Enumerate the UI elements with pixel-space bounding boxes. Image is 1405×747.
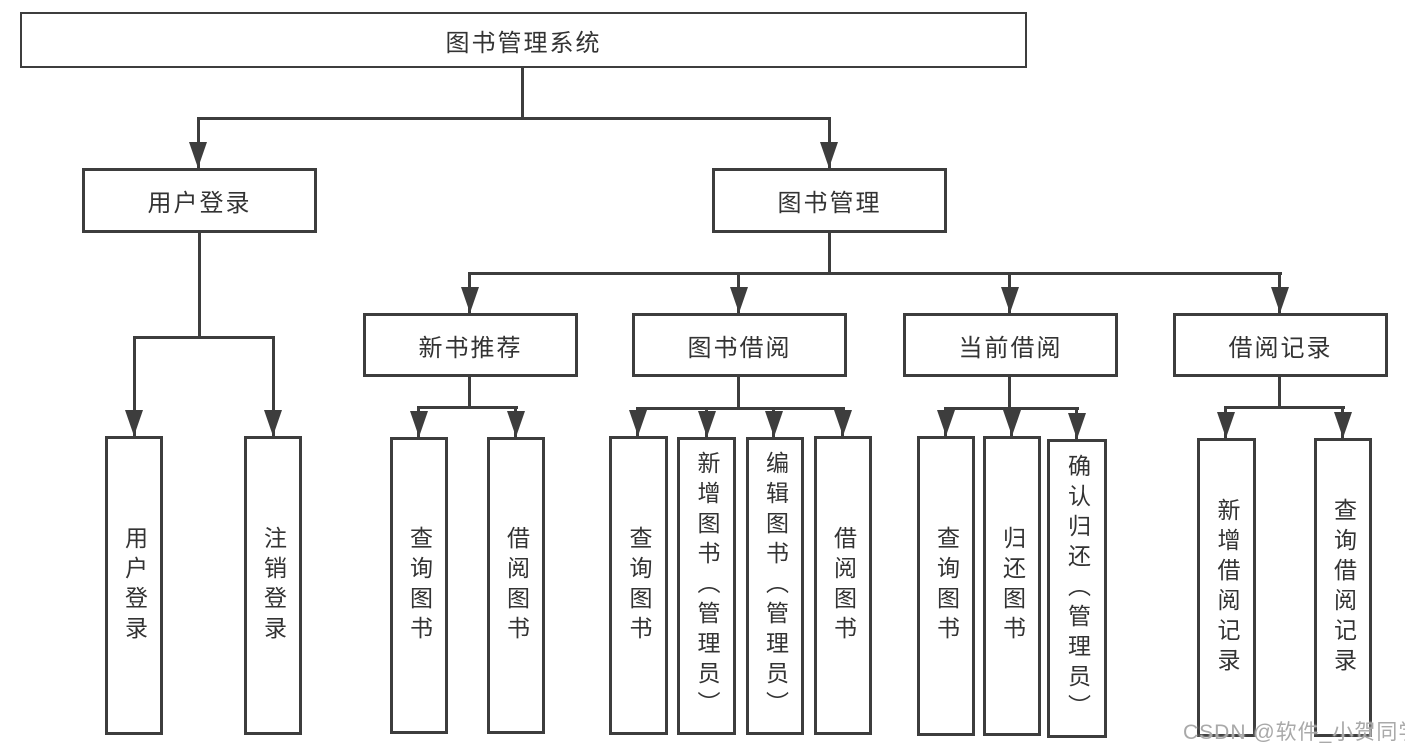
connector-book-mgmt-hline — [468, 272, 1282, 275]
leaf-query-books-recommend: 查询图书 — [390, 437, 448, 734]
leaf-add-book-admin: 新增图书（管理员） — [677, 437, 736, 735]
leaf-user-login: 用户登录 — [105, 436, 163, 735]
arrowhead-icon — [937, 410, 955, 436]
arrowhead-icon — [730, 287, 748, 313]
connector-root-hline — [197, 117, 831, 120]
arrowhead-icon — [834, 410, 852, 436]
arrowhead-icon — [1334, 412, 1352, 438]
leaf-borrow-books-recommend: 借阅图书 — [487, 437, 545, 734]
connector-borrow-records-stub — [1278, 377, 1281, 409]
node-book-management: 图书管理 — [712, 168, 947, 233]
arrowhead-icon — [507, 411, 525, 437]
leaf-add-borrow-record: 新增借阅记录 — [1197, 438, 1256, 737]
arrowhead-icon — [1003, 410, 1021, 436]
connector-borrow-records-hline — [1224, 406, 1345, 409]
arrowhead-icon — [698, 411, 716, 437]
connector-book-mgmt-stub — [828, 233, 831, 275]
node-user-login: 用户登录 — [82, 168, 317, 233]
connector-new-book-stub — [468, 377, 471, 409]
arrowhead-icon — [1068, 413, 1086, 439]
connector-book-borrow-stub — [737, 377, 740, 410]
leaf-logout: 注销登录 — [244, 436, 302, 735]
node-new-book-recommend: 新书推荐 — [363, 313, 578, 377]
arrowhead-icon — [264, 410, 282, 436]
connector-root-stub — [521, 67, 524, 118]
connector-new-book-hline — [417, 406, 518, 409]
connector-current-borrow-stub — [1008, 377, 1011, 410]
connector-to-leaf-logout — [272, 336, 275, 436]
connector-user-login-stub — [198, 233, 201, 339]
leaf-query-books-current: 查询图书 — [917, 436, 975, 736]
arrowhead-icon — [410, 411, 428, 437]
arrowhead-icon — [629, 410, 647, 436]
arrowhead-icon — [1271, 287, 1289, 313]
arrowhead-icon — [189, 142, 207, 168]
arrowhead-icon — [1001, 287, 1019, 313]
leaf-borrow-books: 借阅图书 — [814, 436, 872, 735]
arrowhead-icon — [461, 287, 479, 313]
arrowhead-icon — [125, 410, 143, 436]
connector-book-borrow-hline — [636, 407, 845, 410]
leaf-confirm-return-admin: 确认归还（管理员） — [1047, 439, 1107, 738]
leaf-query-borrow-record: 查询借阅记录 — [1314, 438, 1372, 737]
arrowhead-icon — [765, 411, 783, 437]
leaf-edit-book-admin: 编辑图书（管理员） — [746, 437, 804, 735]
connector-to-leaf-user-login — [133, 336, 136, 436]
node-borrow-records: 借阅记录 — [1173, 313, 1388, 377]
connector-user-login-hline — [133, 336, 275, 339]
leaf-return-book: 归还图书 — [983, 436, 1041, 736]
arrowhead-icon — [1217, 412, 1235, 438]
arrowhead-icon — [820, 142, 838, 168]
node-root: 图书管理系统 — [20, 12, 1027, 68]
leaf-query-books-borrow: 查询图书 — [609, 436, 668, 735]
csdn-watermark: CSDN @软件_小贺同学 — [1183, 721, 1405, 744]
node-book-borrow: 图书借阅 — [632, 313, 847, 377]
node-current-borrow: 当前借阅 — [903, 313, 1118, 377]
